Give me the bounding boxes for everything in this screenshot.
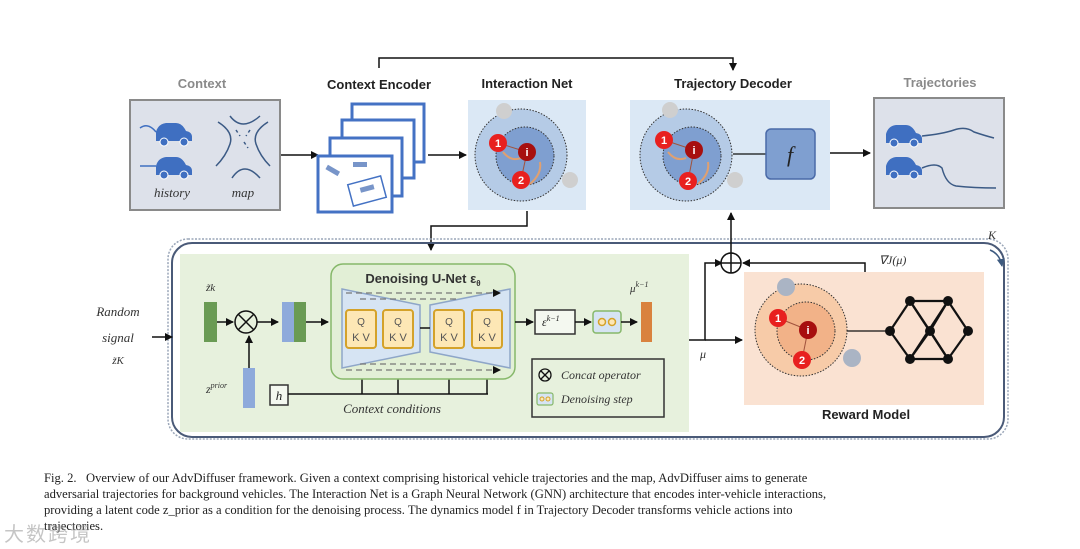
map-icon	[215, 115, 271, 179]
legend-concat-label: Concat operator	[561, 368, 641, 382]
mu-k-minus-1-latent	[641, 302, 652, 342]
z-prior-latent	[243, 368, 255, 408]
qkv-kv-label: K V	[389, 332, 407, 344]
concat-latent-green	[294, 302, 306, 342]
reward-model-title: Reward Model	[822, 407, 910, 422]
concat-operator-icon	[538, 368, 552, 382]
mu-label: μ	[699, 347, 706, 361]
qkv-attention-block	[471, 309, 503, 349]
context-conditions-label: Context conditions	[343, 401, 441, 416]
node-i-label: i	[806, 325, 809, 337]
context-panel	[129, 99, 281, 211]
trajectories-title: Trajectories	[904, 75, 977, 90]
figure-caption: Fig. 2. Overview of our AdvDiffuser fram…	[44, 470, 1044, 534]
node-2-label: 2	[799, 355, 805, 367]
gradient-label: ∇J(μ)	[879, 253, 906, 267]
mu-k-minus-1-label: μk−1	[629, 280, 648, 295]
node-1-label: 1	[495, 138, 501, 150]
qkv-q-label: Q	[445, 317, 453, 328]
sum-operator-icon	[720, 252, 742, 274]
qkv-kv-label: K V	[440, 332, 458, 344]
car-icon	[886, 157, 997, 189]
arrow-interaction-to-unet	[427, 211, 528, 251]
watermark: 大数跨境	[4, 522, 92, 546]
random-signal-label-2: signal	[102, 330, 134, 345]
graph-node-2	[512, 171, 530, 189]
dynamics-model-box	[765, 128, 816, 180]
denoising-unet	[330, 263, 516, 380]
neural-network-icon	[885, 296, 973, 364]
qkv-q-label: Q	[394, 317, 402, 328]
qkv-kv-label: K V	[478, 332, 496, 344]
concat-latent-blue	[282, 302, 294, 342]
car-icon	[886, 125, 995, 148]
node-i-label: i	[692, 145, 695, 157]
trajectory-decoder-panel	[630, 100, 830, 210]
qkv-q-label: Q	[483, 317, 491, 328]
graph-node-i	[518, 143, 536, 161]
denoising-step-icon	[592, 310, 622, 334]
trajectories-panel	[873, 97, 1005, 209]
car-icon	[140, 157, 192, 180]
z-k-label: z̃k	[205, 282, 216, 294]
caption-line: trajectories.	[44, 519, 104, 533]
reward-model-panel	[744, 272, 984, 405]
qkv-kv-label: K V	[352, 332, 370, 344]
h-label: h	[276, 388, 283, 403]
map-label: map	[232, 185, 255, 200]
dynamics-model-label: f	[787, 142, 796, 167]
caption-line: providing a latent code z_prior as a con…	[44, 503, 793, 517]
qkv-attention-block	[345, 309, 377, 349]
loop-k-label: K	[987, 228, 997, 242]
node-1-label: 1	[775, 313, 781, 325]
unet-title: Denoising U-Net εθ	[365, 271, 480, 288]
legend-denoise-label: Denoising step	[560, 392, 633, 406]
random-signal-label-1: Random	[95, 304, 139, 319]
arrow-gradient	[742, 259, 866, 272]
caption-line: Fig. 2. Overview of our AdvDiffuser fram…	[44, 471, 808, 485]
qkv-q-label: Q	[357, 317, 365, 328]
z-k-latent	[204, 302, 217, 342]
qkv-attention-block	[382, 309, 414, 349]
epsilon-label: εk−1	[542, 314, 560, 329]
trajectory-decoder-title: Trajectory Decoder	[674, 76, 792, 91]
node-i-label: i	[525, 147, 528, 159]
interaction-net-title: Interaction Net	[481, 76, 573, 91]
node-1-label: 1	[661, 135, 667, 147]
context-encoder-stack	[316, 102, 426, 214]
node-2-label: 2	[518, 175, 524, 187]
skip-connection-arrow	[378, 57, 737, 71]
context-h-box	[269, 384, 289, 406]
graph-node-1	[489, 134, 507, 152]
random-signal-label-3: z̃K	[111, 355, 124, 367]
car-icon	[139, 123, 192, 147]
legend	[531, 358, 665, 418]
caption-line: adversarial trajectories for background …	[44, 487, 827, 501]
node-2-label: 2	[685, 176, 691, 188]
context-encoder-title: Context Encoder	[327, 77, 431, 92]
history-label: history	[154, 185, 190, 200]
framework-diagram: Context history map Context Encoder 1 i …	[95, 57, 1009, 440]
context-title: Context	[178, 76, 227, 91]
z-prior-label: zprior	[205, 381, 228, 396]
qkv-attention-block	[433, 309, 465, 349]
interaction-net-panel	[468, 100, 586, 210]
denoising-step-icon	[536, 392, 554, 406]
